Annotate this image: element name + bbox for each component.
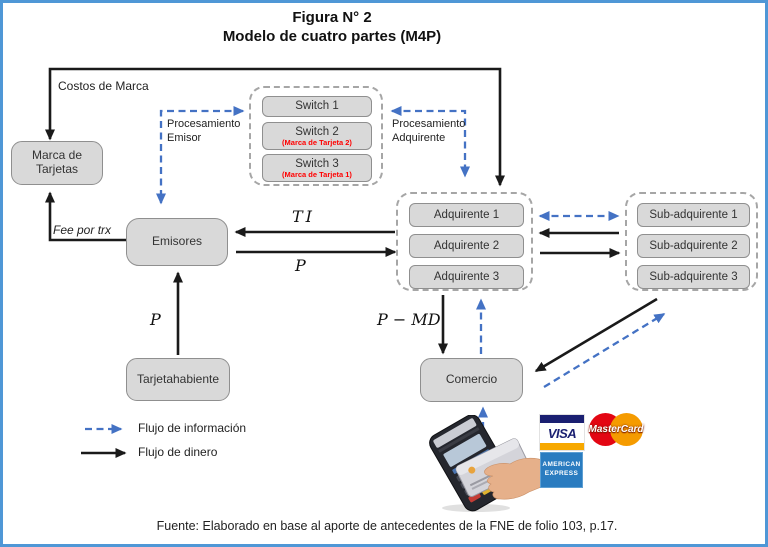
node-tarjetahabiente-label: Tarjetahabiente bbox=[136, 371, 220, 386]
node-comercio-label: Comercio bbox=[445, 372, 498, 387]
visa-logo: VISA bbox=[539, 414, 585, 451]
switch-group: Switch 1 Switch 2 (Marca de Tarjeta 2) S… bbox=[249, 86, 383, 186]
switch-3-sublabel: (Marca de Tarjeta 1) bbox=[282, 169, 352, 179]
adquirente-2-label: Adquirente 2 bbox=[433, 239, 500, 252]
adquirente-3-label: Adquirente 3 bbox=[433, 270, 500, 283]
sub-adquirente-group: Sub-adquirente 1 Sub-adquirente 2 Sub-ad… bbox=[625, 192, 758, 291]
node-sub-adquirente-2: Sub-adquirente 2 bbox=[637, 234, 750, 258]
node-adquirente-2: Adquirente 2 bbox=[409, 234, 524, 258]
mastercard-orange-circle bbox=[610, 413, 643, 446]
switch-2-label: Switch 2 bbox=[295, 125, 339, 138]
sub-adquirente-1-label: Sub-adquirente 1 bbox=[649, 208, 738, 221]
visa-blue-bar bbox=[540, 415, 584, 423]
node-emisores-label: Emisores bbox=[151, 234, 202, 249]
node-switch-1: Switch 1 bbox=[262, 96, 372, 117]
switch-2-sublabel: (Marca de Tarjeta 2) bbox=[282, 137, 352, 147]
amex-wordmark: AMERICAN EXPRESS bbox=[542, 461, 581, 477]
label-procesamiento-emisor: Procesamiento Emisor bbox=[167, 118, 241, 145]
label-p-md: P − MD bbox=[377, 310, 441, 329]
label-procesamiento-adquirente: Procesamiento Adquirente bbox=[392, 118, 466, 145]
node-switch-3: Switch 3 (Marca de Tarjeta 1) bbox=[262, 154, 372, 182]
legend-info-label: Flujo de información bbox=[138, 421, 247, 435]
switch-3-label: Switch 3 bbox=[295, 157, 339, 170]
source-footnote: Fuente: Elaborado en base al aporte de a… bbox=[156, 519, 618, 533]
label-costos-de-marca: Costos de Marca bbox=[58, 79, 149, 93]
node-switch-2: Switch 2 (Marca de Tarjeta 2) bbox=[262, 122, 372, 150]
visa-wordmark: VISA bbox=[547, 425, 577, 441]
arrow-comercio-to-subadq-info-diagonal bbox=[543, 313, 666, 388]
label-fee-por-trx: Fee por trx bbox=[53, 223, 112, 237]
node-sub-adquirente-3: Sub-adquirente 3 bbox=[637, 265, 750, 289]
visa-gold-bar bbox=[540, 443, 584, 450]
legend-money-label: Flujo de dinero bbox=[138, 445, 218, 459]
node-marca-label: Marca de Tarjetas bbox=[31, 148, 83, 176]
adquirente-1-label: Adquirente 1 bbox=[433, 208, 500, 221]
label-ti: TI bbox=[292, 207, 315, 226]
node-marca-de-tarjetas: Marca de Tarjetas bbox=[11, 141, 103, 185]
hand-image bbox=[484, 457, 546, 500]
mastercard-logo: MasterCard bbox=[587, 409, 645, 451]
figure-title: Figura N° 2 Modelo de cuatro partes (M4P… bbox=[3, 9, 661, 47]
arrow-subadq-to-comercio-diagonal bbox=[534, 297, 658, 373]
label-p-left: P bbox=[150, 310, 161, 329]
pos-terminal-image bbox=[429, 415, 546, 512]
figure-subtitle: Modelo de cuatro partes (M4P) bbox=[222, 27, 442, 45]
mastercard-wordmark: MasterCard bbox=[588, 424, 644, 435]
node-comercio: Comercio bbox=[420, 358, 523, 402]
adquirente-group: Adquirente 1 Adquirente 2 Adquirente 3 bbox=[396, 192, 533, 291]
node-tarjetahabiente: Tarjetahabiente bbox=[126, 358, 230, 401]
node-adquirente-3: Adquirente 3 bbox=[409, 265, 524, 289]
sub-adquirente-2-label: Sub-adquirente 2 bbox=[649, 239, 738, 252]
node-emisores: Emisores bbox=[126, 218, 228, 266]
sub-adquirente-3-label: Sub-adquirente 3 bbox=[649, 270, 738, 283]
node-adquirente-1: Adquirente 1 bbox=[409, 203, 524, 227]
figure-number: Figura N° 2 bbox=[292, 9, 372, 26]
switch-1-label: Switch 1 bbox=[295, 100, 339, 113]
label-p-mid: P bbox=[295, 256, 306, 275]
amex-logo: AMERICAN EXPRESS bbox=[540, 452, 583, 488]
node-sub-adquirente-1: Sub-adquirente 1 bbox=[637, 203, 750, 227]
